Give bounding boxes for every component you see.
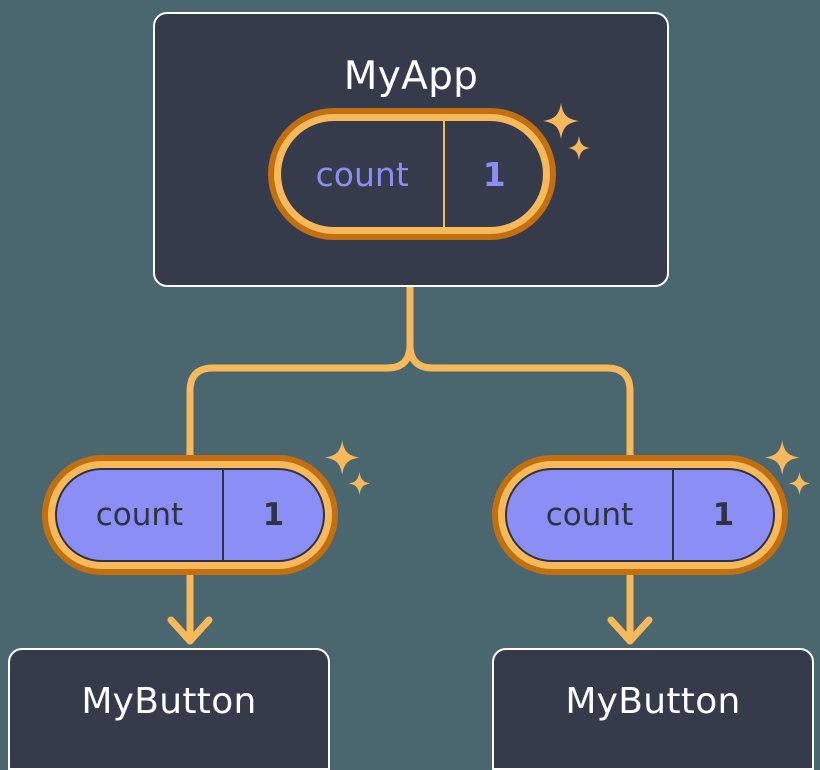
wire-trunk-fork-right — [406, 341, 634, 459]
signal-pill-body: count 1 — [281, 121, 543, 227]
mybutton-title: MyButton — [565, 681, 741, 722]
signal-pill-ring: count 1 — [274, 114, 550, 234]
signal-name: count — [545, 497, 634, 533]
wire-arrow-right-head — [607, 616, 653, 645]
signal-value: 1 — [221, 470, 323, 560]
signal-pill-branch-left[interactable]: count 1 — [42, 455, 338, 575]
mybutton-card-left: MyButton — [8, 648, 330, 770]
signal-name: count — [315, 154, 409, 194]
wire-trunk-fork — [186, 283, 414, 459]
mybutton-card-right: MyButton — [492, 648, 814, 770]
signal-pill-root[interactable]: count 1 — [268, 108, 556, 240]
myapp-title: MyApp — [343, 54, 479, 99]
signal-pill-ring: count 1 — [48, 461, 332, 569]
signal-value: 1 — [671, 470, 773, 560]
mybutton-title: MyButton — [81, 681, 257, 722]
signal-pill-body: count 1 — [55, 468, 325, 562]
signal-pill-ring: count 1 — [498, 461, 782, 569]
signal-pill-branch-right[interactable]: count 1 — [492, 455, 788, 575]
signal-value: 1 — [443, 121, 543, 227]
signal-name: count — [95, 497, 184, 533]
signal-pill-body: count 1 — [505, 468, 775, 562]
wire-arrow-left-head — [167, 616, 213, 645]
